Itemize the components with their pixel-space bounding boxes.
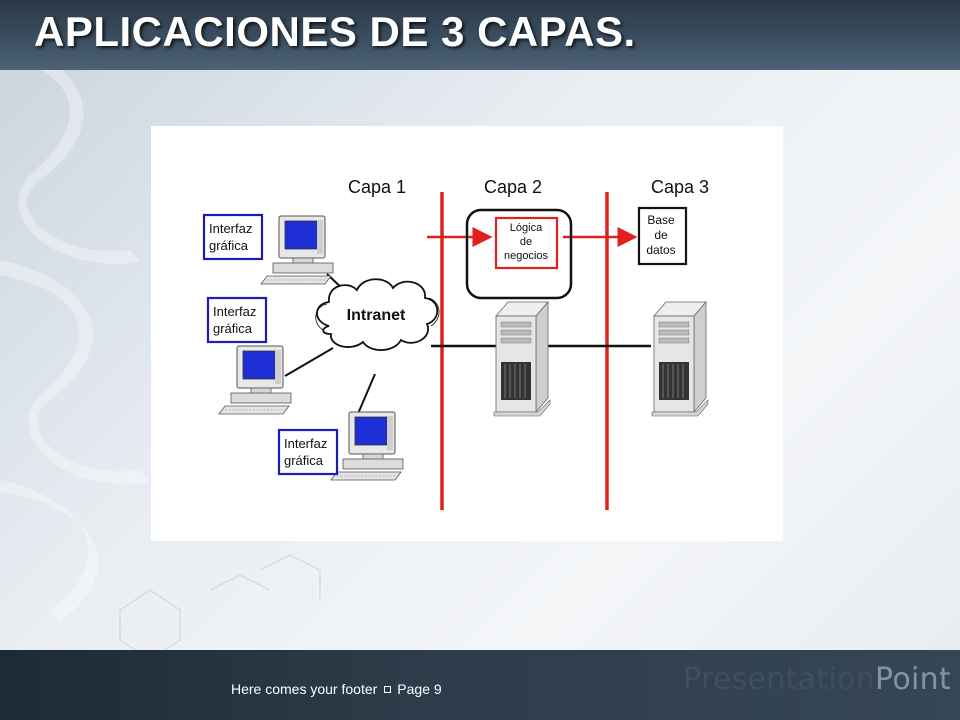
- brand-logo-part2: Point: [875, 662, 952, 697]
- architecture-diagram: Capa 1 Capa 2 Capa 3 Interfaz gráfica In…: [151, 126, 783, 541]
- title-bar: [0, 0, 960, 70]
- footer-bar: [0, 650, 960, 720]
- data-label-line3: datos: [646, 243, 675, 257]
- page-number: Page 9: [397, 681, 442, 697]
- data-label-line1: Base: [647, 213, 675, 227]
- link-pc2: [284, 347, 334, 377]
- client-label-line2: gráfica: [213, 321, 253, 336]
- client-label-line1: Interfaz: [284, 436, 327, 451]
- footer-text: Here comes your footer: [231, 681, 378, 697]
- client-label-line1: Interfaz: [213, 304, 256, 319]
- footer-separator-icon: [384, 686, 392, 694]
- data-label-line2: de: [654, 228, 668, 242]
- layer-2-label: Capa 2: [484, 177, 542, 197]
- client-label-box: [277, 428, 339, 476]
- layer-3-label: Capa 3: [651, 177, 709, 197]
- client-label-box: [206, 296, 268, 344]
- computer-icon: [330, 411, 404, 481]
- logic-label-box: [494, 216, 559, 270]
- link-pc3: [356, 373, 376, 417]
- server-icon: [651, 301, 709, 417]
- client-label-box: [202, 213, 264, 261]
- computer-icon: [218, 345, 292, 415]
- footer: Here comes your footer Page 9: [231, 681, 442, 697]
- diagram-canvas: Capa 1 Capa 2 Capa 3 Interfaz gráfica In…: [202, 177, 709, 510]
- logic-layer-frame: [465, 208, 573, 300]
- brand-logo-part1: Presentation: [683, 662, 876, 697]
- logic-label-line1: Lógica: [510, 222, 543, 234]
- logic-label-line3: negocios: [504, 250, 549, 262]
- client-label-line1: Interfaz: [209, 221, 252, 236]
- client-label-line2: gráfica: [284, 453, 324, 468]
- computer-icon: [260, 215, 334, 285]
- brand-logo: PresentationPoint: [683, 662, 951, 697]
- layer-1-label: Capa 1: [348, 177, 406, 197]
- client-label-line2: gráfica: [209, 238, 249, 253]
- cloud-icon: [316, 278, 439, 351]
- data-label-box: [637, 206, 688, 266]
- slide-title: APLICACIONES DE 3 CAPAS.: [34, 8, 636, 55]
- server-icon: [493, 301, 551, 417]
- network-label: Intranet: [347, 307, 406, 324]
- logic-label-line2: de: [520, 236, 532, 248]
